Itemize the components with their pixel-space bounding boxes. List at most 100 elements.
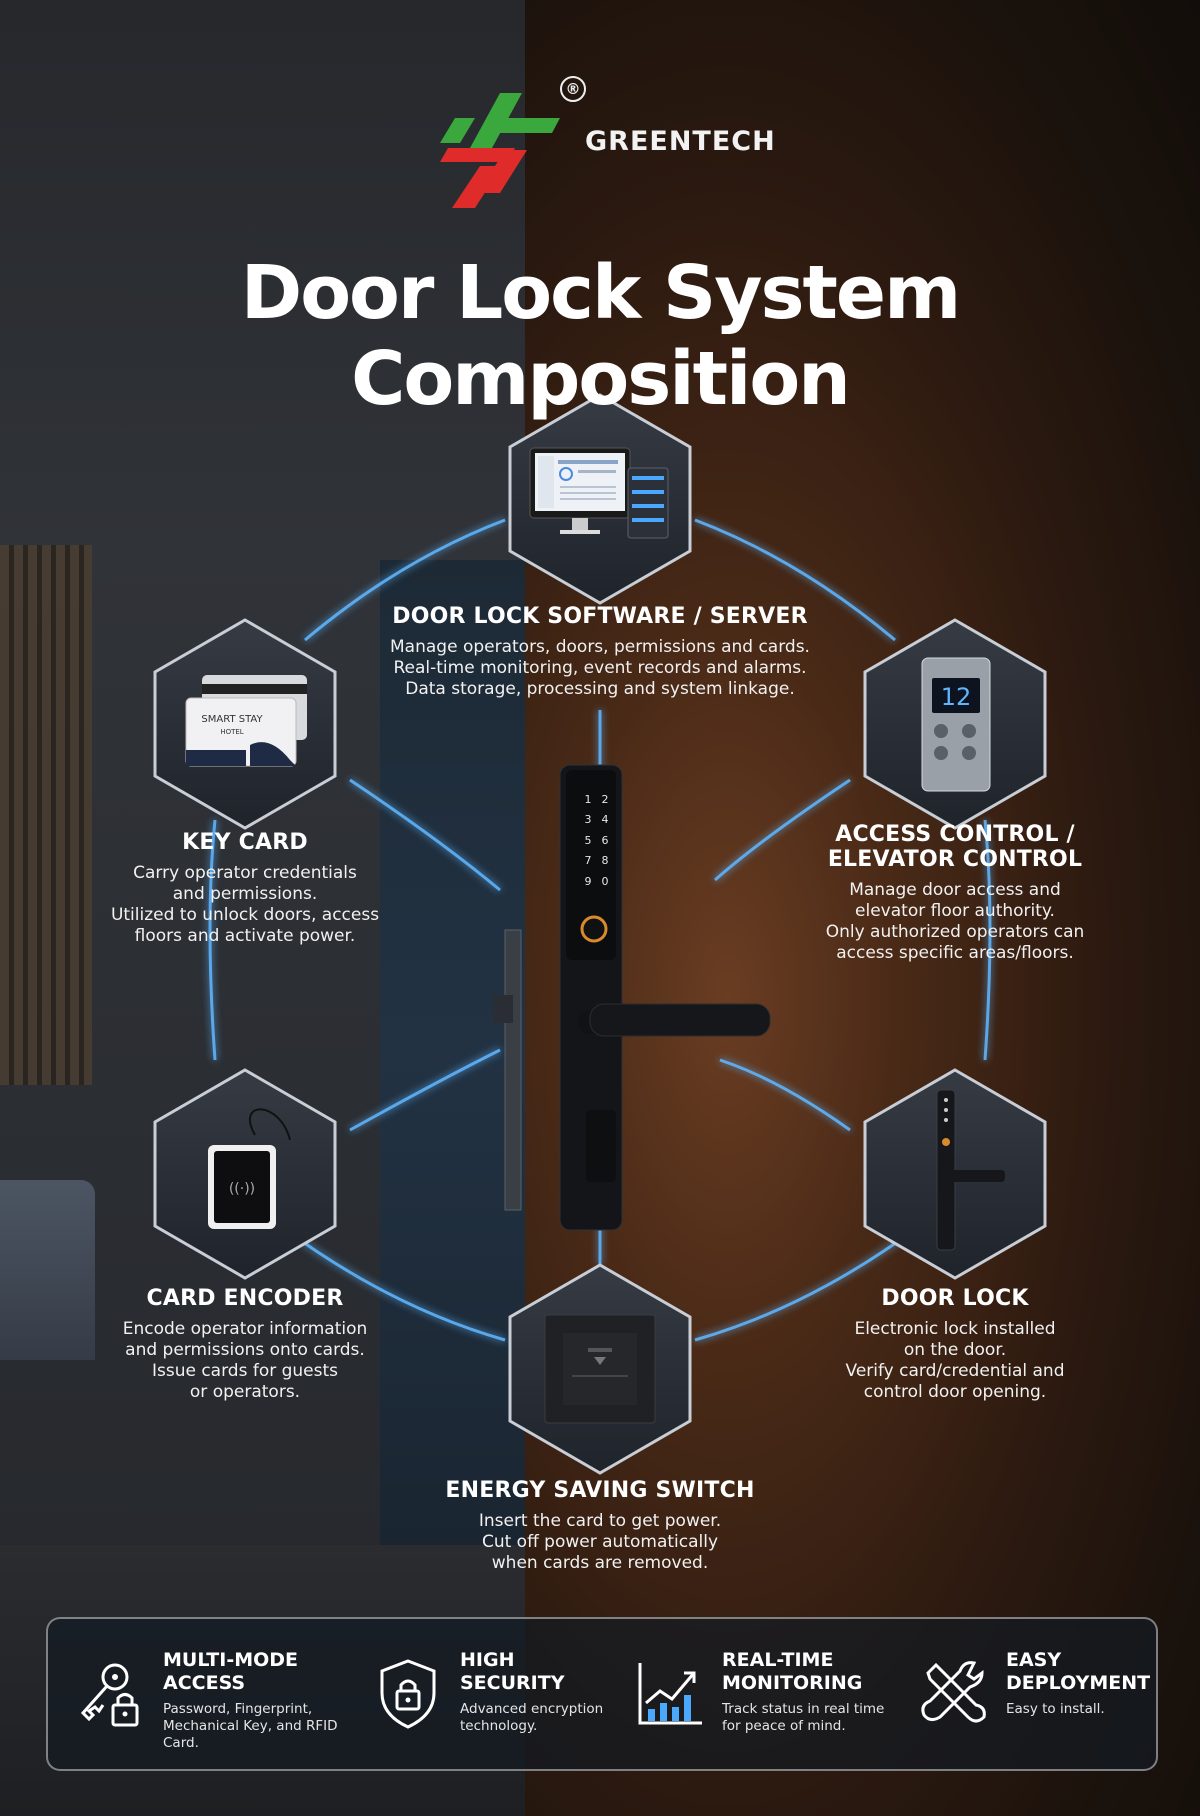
energy-switch-line: when cards are removed. bbox=[491, 1553, 709, 1573]
door-lock-title: DOOR LOCK bbox=[881, 1286, 1029, 1311]
key-card-line: Utilized to unlock doors, access bbox=[110, 905, 380, 925]
svg-text:((·)): ((·)) bbox=[229, 1181, 255, 1197]
keypad-key: 9 bbox=[585, 875, 592, 888]
key-card-icon: SMART STAY HOTEL bbox=[185, 675, 307, 767]
keypad-key: 4 bbox=[602, 813, 609, 826]
page-title: Door Lock System Composition bbox=[240, 250, 961, 422]
software-line: Real-time monitoring, event records and … bbox=[393, 658, 807, 678]
access-control-line: Only authorized operators can bbox=[825, 922, 1085, 942]
background-sofa bbox=[0, 1180, 95, 1360]
feature-desc-line: Mechanical Key, and RFID Card. bbox=[163, 1718, 338, 1751]
logo-mark bbox=[440, 93, 560, 208]
elevator-panel-icon: 12 bbox=[921, 657, 991, 792]
keypad-key: 6 bbox=[602, 834, 609, 847]
feature-title-line: EASY bbox=[1006, 1649, 1062, 1671]
access-control-line: access specific areas/floors. bbox=[836, 943, 1074, 963]
card-encoder-line: and permissions onto cards. bbox=[125, 1340, 365, 1360]
brand-name: GREENTECH bbox=[585, 126, 776, 157]
chart-monitor-icon bbox=[638, 1663, 702, 1725]
access-control-title-line: ACCESS CONTROL / bbox=[835, 822, 1075, 847]
label-energy-switch: ENERGY SAVING SWITCH Insert the card to … bbox=[420, 1478, 780, 1574]
floor-display: 12 bbox=[941, 683, 972, 711]
label-door-lock: DOOR LOCK Electronic lock installed on t… bbox=[805, 1286, 1105, 1403]
feature-desc-line: technology. bbox=[460, 1718, 538, 1734]
feature-title: REAL-TIME MONITORING bbox=[722, 1649, 922, 1695]
monitor-server-icon bbox=[529, 447, 669, 539]
key-card-line: floors and activate power. bbox=[134, 926, 356, 946]
label-card-encoder: CARD ENCODER Encode operator information… bbox=[95, 1286, 395, 1403]
software-description: Manage operators, doors, permissions and… bbox=[350, 637, 850, 700]
software-line: Manage operators, doors, permissions and… bbox=[390, 637, 810, 657]
software-title: DOOR LOCK SOFTWARE / SERVER bbox=[392, 604, 808, 629]
card-encoder-description: Encode operator information and permissi… bbox=[95, 1319, 395, 1403]
access-control-description: Manage door access and elevator floor au… bbox=[805, 880, 1105, 964]
keypad-key: 1 bbox=[585, 793, 592, 806]
keypad-key: 8 bbox=[602, 854, 609, 867]
key-card-line: Carry operator credentials bbox=[133, 863, 357, 883]
door-lock-icon bbox=[936, 1089, 1005, 1251]
features-bar: MULTI-MODE ACCESS Password, Fingerprint,… bbox=[46, 1617, 1158, 1771]
shield-lock-icon bbox=[380, 1659, 436, 1729]
card-encoder-line: Encode operator information bbox=[122, 1319, 368, 1339]
feature-title: HIGH SECURITY bbox=[460, 1649, 660, 1695]
access-control-line: elevator floor authority. bbox=[855, 901, 1055, 921]
feature-title-line: ACCESS bbox=[163, 1672, 246, 1694]
door-lock-description: Electronic lock installed on the door. V… bbox=[805, 1319, 1105, 1403]
background-doorway bbox=[380, 560, 525, 1545]
feature-desc-line: Track status in real time bbox=[722, 1701, 885, 1717]
key-card-description: Carry operator credentials and permissio… bbox=[95, 863, 395, 947]
feature-title-line: HIGH bbox=[460, 1649, 515, 1671]
key-card-line: and permissions. bbox=[172, 884, 318, 904]
energy-switch-icon bbox=[544, 1314, 656, 1424]
keypad-key: 0 bbox=[602, 875, 609, 888]
access-control-line: Manage door access and bbox=[849, 880, 1061, 900]
feature-description: Advanced encryption technology. bbox=[460, 1701, 670, 1735]
access-control-title-line: ELEVATOR CONTROL bbox=[827, 847, 1083, 872]
lock-keypad: 1 2 3 4 5 6 7 8 9 0 bbox=[585, 793, 609, 888]
connector-lines bbox=[208, 518, 992, 1342]
card-text-smart-stay: SMART STAY bbox=[201, 714, 263, 725]
door-lock-line: Verify card/credential and bbox=[845, 1361, 1065, 1381]
energy-switch-line: Cut off power automatically bbox=[481, 1532, 719, 1552]
door-lock-line: control door opening. bbox=[863, 1382, 1047, 1402]
card-text-hotel: HOTEL bbox=[220, 728, 243, 736]
feature-title-line: MONITORING bbox=[722, 1672, 863, 1694]
feature-title-line: DEPLOYMENT bbox=[1006, 1672, 1151, 1694]
energy-switch-description: Insert the card to get power. Cut off po… bbox=[420, 1511, 780, 1574]
keypad-key: 3 bbox=[585, 813, 592, 826]
feature-desc-line: Easy to install. bbox=[1006, 1701, 1105, 1717]
feature-description: Easy to install. bbox=[1006, 1701, 1200, 1718]
background-wood-slats bbox=[0, 545, 92, 1085]
feature-title: MULTI-MODE ACCESS bbox=[163, 1649, 363, 1695]
feature-desc-line: for peace of mind. bbox=[722, 1718, 846, 1734]
keypad-key: 7 bbox=[585, 854, 592, 867]
registered-mark: ® bbox=[560, 76, 586, 102]
key-card-title: KEY CARD bbox=[182, 830, 308, 855]
label-key-card: KEY CARD Carry operator credentials and … bbox=[95, 830, 395, 947]
background-wood-door bbox=[525, 0, 1200, 1816]
feature-title-line: MULTI-MODE bbox=[163, 1649, 299, 1671]
energy-switch-title: ENERGY SAVING SWITCH bbox=[445, 1478, 755, 1503]
key-lock-icon bbox=[80, 1663, 139, 1727]
card-encoder-title: CARD ENCODER bbox=[146, 1286, 344, 1311]
access-control-title: ACCESS CONTROL / ELEVATOR CONTROL bbox=[805, 822, 1105, 872]
label-access-control: ACCESS CONTROL / ELEVATOR CONTROL Manage… bbox=[805, 822, 1105, 964]
card-encoder-line: or operators. bbox=[189, 1382, 301, 1402]
keypad-key: 5 bbox=[585, 834, 592, 847]
feature-desc-line: Password, Fingerprint, bbox=[163, 1701, 313, 1717]
card-encoder-icon: ((·)) bbox=[208, 1108, 291, 1229]
energy-switch-line: Insert the card to get power. bbox=[478, 1511, 722, 1531]
label-software: DOOR LOCK SOFTWARE / SERVER Manage opera… bbox=[350, 604, 850, 700]
feature-title-line: SECURITY bbox=[460, 1672, 565, 1694]
door-lock-line: on the door. bbox=[903, 1340, 1007, 1360]
tools-icon bbox=[921, 1661, 986, 1723]
central-smart-lock bbox=[493, 764, 771, 1231]
feature-description: Password, Fingerprint, Mechanical Key, a… bbox=[163, 1701, 373, 1752]
feature-desc-line: Advanced encryption bbox=[460, 1701, 604, 1717]
feature-title-line: REAL-TIME bbox=[722, 1649, 834, 1671]
keypad-key: 2 bbox=[602, 793, 609, 806]
card-encoder-line: Issue cards for guests bbox=[151, 1361, 339, 1381]
door-lock-line: Electronic lock installed bbox=[854, 1319, 1056, 1339]
software-line: Data storage, processing and system link… bbox=[405, 679, 795, 699]
